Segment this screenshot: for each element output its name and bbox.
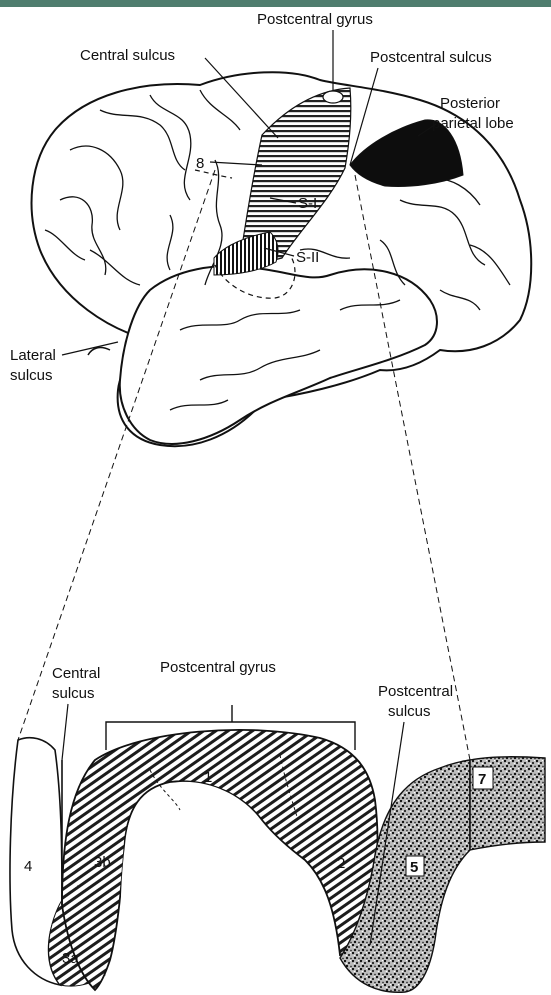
area-3a-label: 3a (62, 950, 79, 967)
area-2-label: 2 (337, 855, 345, 872)
area-4-label: 4 (24, 858, 32, 875)
temporal-lobe-outline (120, 266, 437, 444)
label-posterior-line2: parietal lobe (432, 115, 514, 132)
label-area-8: 8 (196, 155, 204, 172)
label-central-line2: sulcus (52, 685, 95, 702)
gyrus-tip (323, 91, 343, 103)
label-postcentral-gyrus-top: Postcentral gyrus (257, 11, 373, 28)
label-central-line1: Central (52, 665, 100, 682)
label-s2: S-II (296, 249, 319, 266)
area-7-label: 7 (478, 771, 486, 788)
label-lateral-line2: sulcus (10, 367, 53, 384)
leader-central-sulcus-bottom (62, 704, 68, 760)
area-3b-label: 3b (94, 854, 111, 871)
label-central-sulcus-top: Central sulcus (80, 47, 175, 64)
label-postcentral-sulcus-line1: Postcentral (378, 683, 453, 700)
label-posterior-line1: Posterior (440, 95, 500, 112)
area-1-label: 1 (204, 769, 212, 786)
label-postcentral-sulcus-top: Postcentral sulcus (370, 49, 492, 66)
label-postcentral-sulcus-line2: sulcus (388, 703, 431, 720)
brain-lateral-view: Postcentral gyrus Central sulcus Postcen… (10, 11, 531, 446)
area-5-label: 5 (410, 859, 418, 876)
cortex-cross-section: 1 2 3b 3a 4 5 7 Central sulcus Postcentr… (10, 659, 545, 992)
label-s1: S-I (298, 195, 317, 212)
label-lateral-line1: Lateral (10, 347, 56, 364)
label-postcentral-gyrus-bottom: Postcentral gyrus (160, 659, 276, 676)
